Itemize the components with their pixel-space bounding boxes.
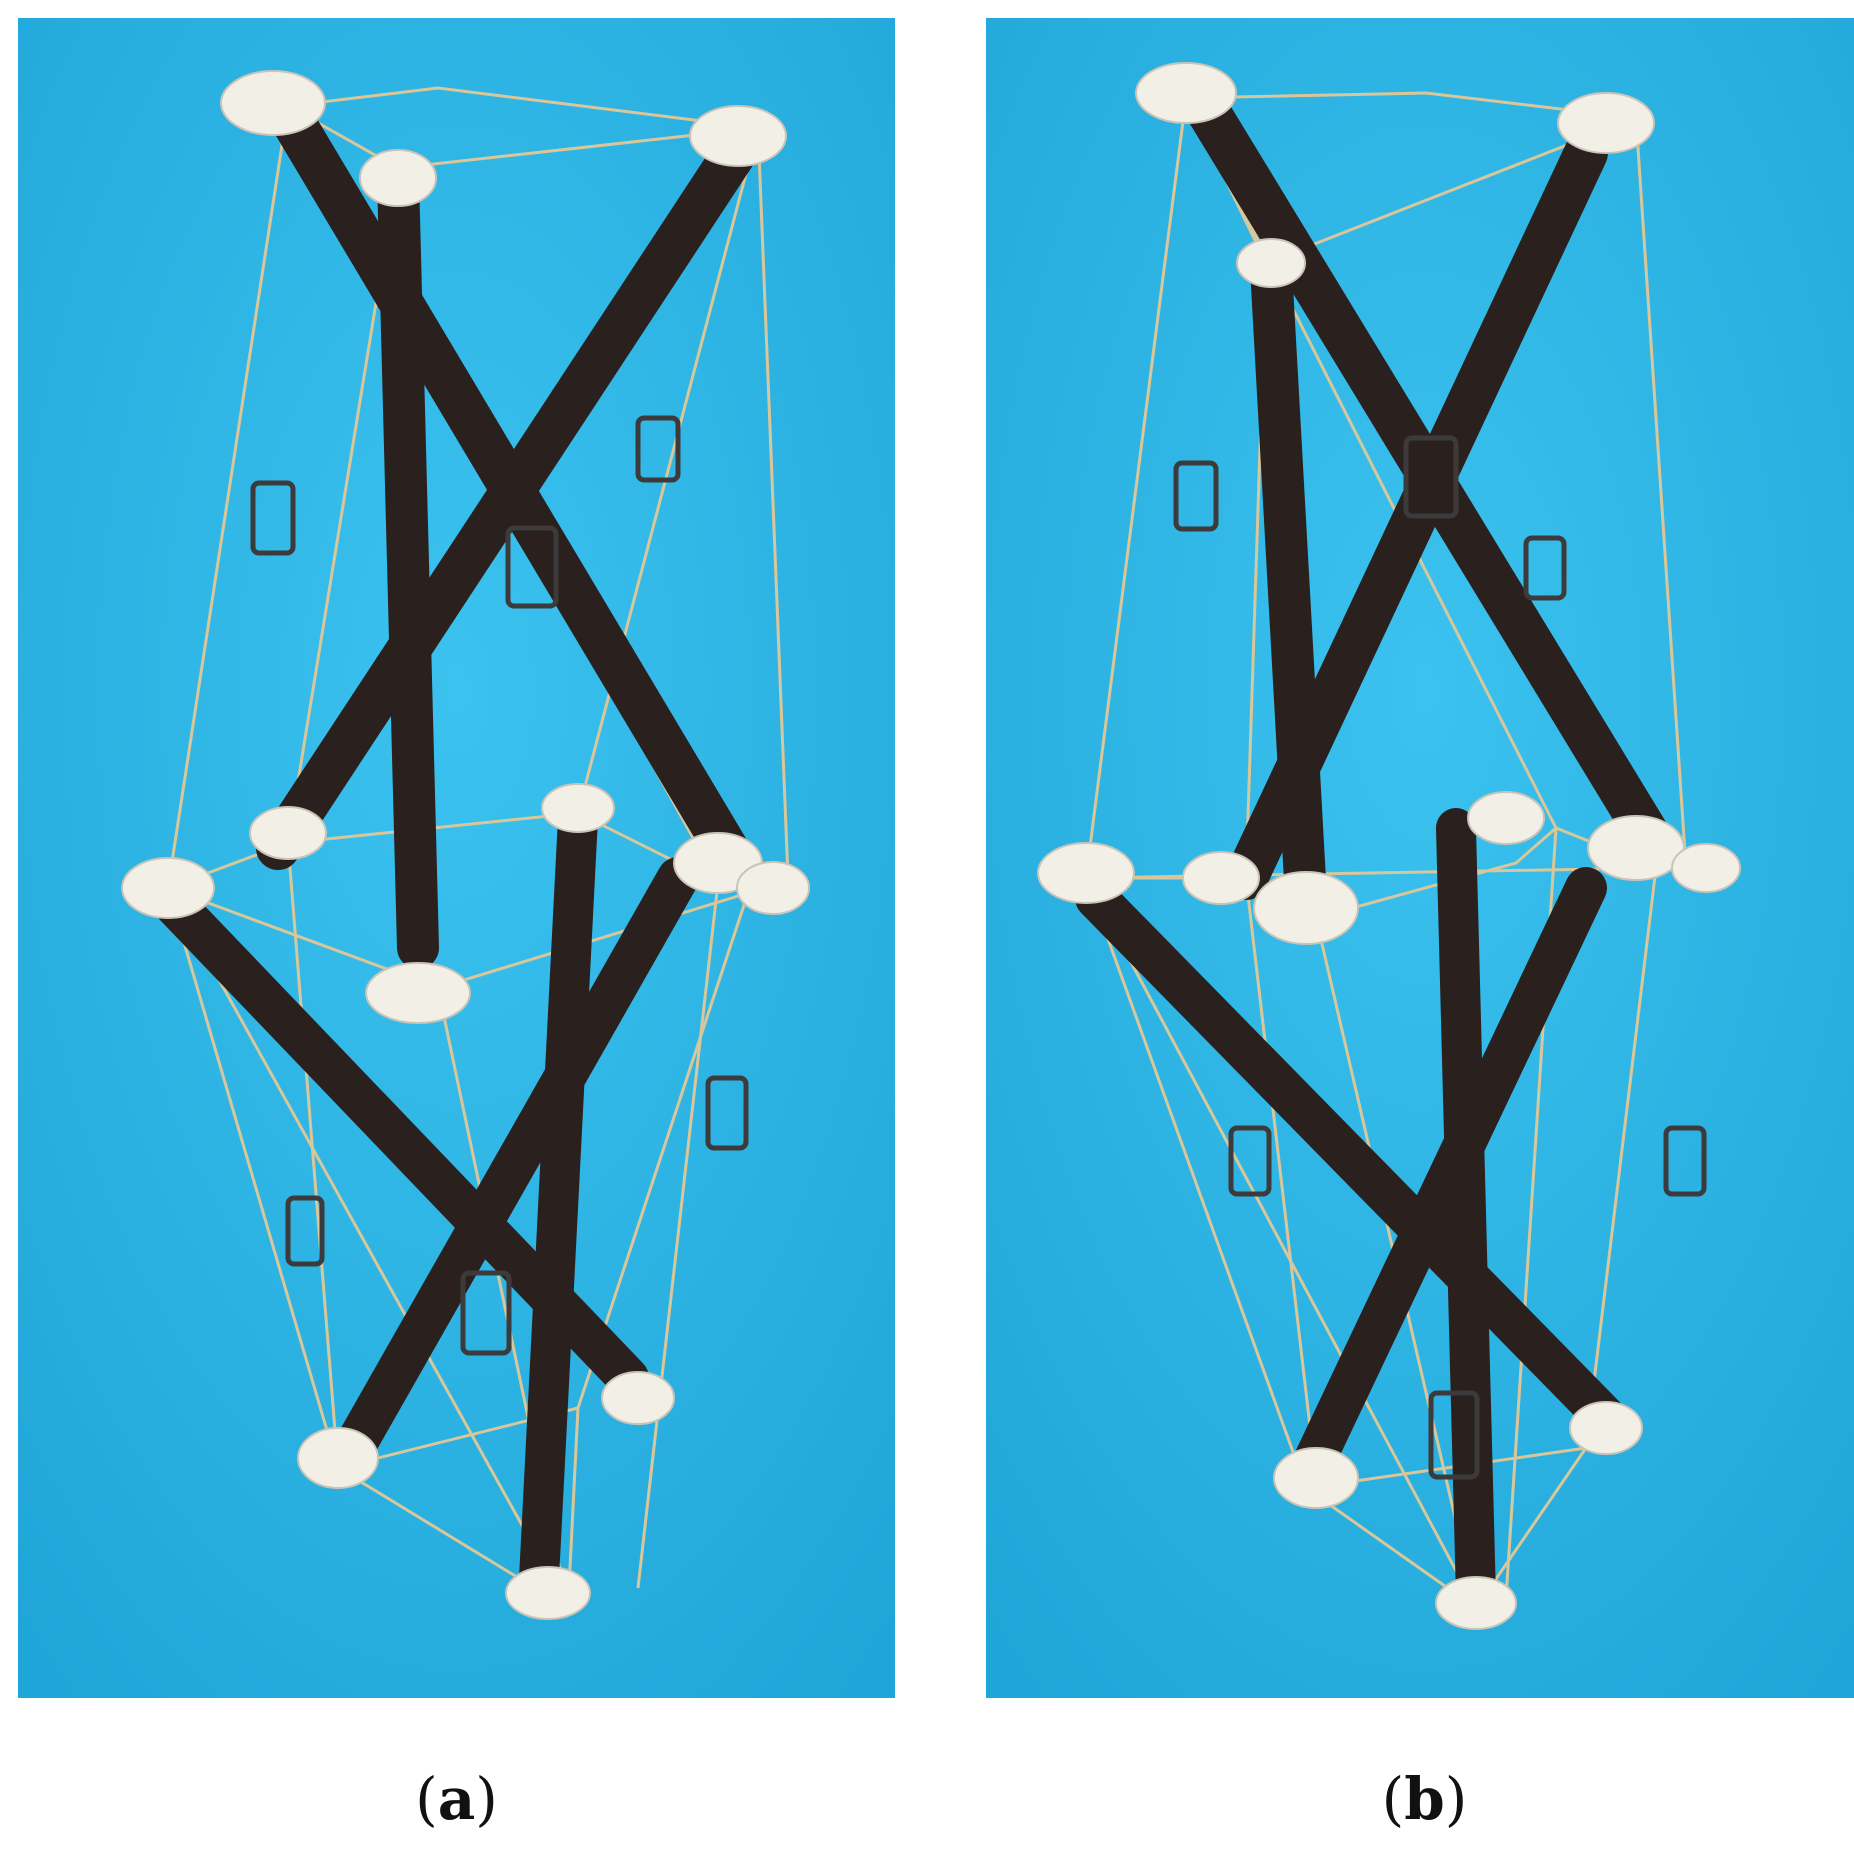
end-caps [121,70,810,1620]
tensegrity-photo-b [986,18,1854,1698]
caption-a: (a) [415,1765,498,1833]
end-caps [1037,62,1741,1630]
struts [1075,86,1678,1618]
springs [1173,435,1707,1480]
panel-label-a: a [437,1765,476,1833]
photo-panel-b [986,18,1854,1698]
panel-label-b: b [1404,1765,1445,1833]
photo-panel-a [18,18,895,1698]
caption-b: (b) [1381,1765,1468,1833]
springs [250,415,749,1356]
struts [147,91,760,1618]
tensegrity-photo-a [18,18,895,1698]
